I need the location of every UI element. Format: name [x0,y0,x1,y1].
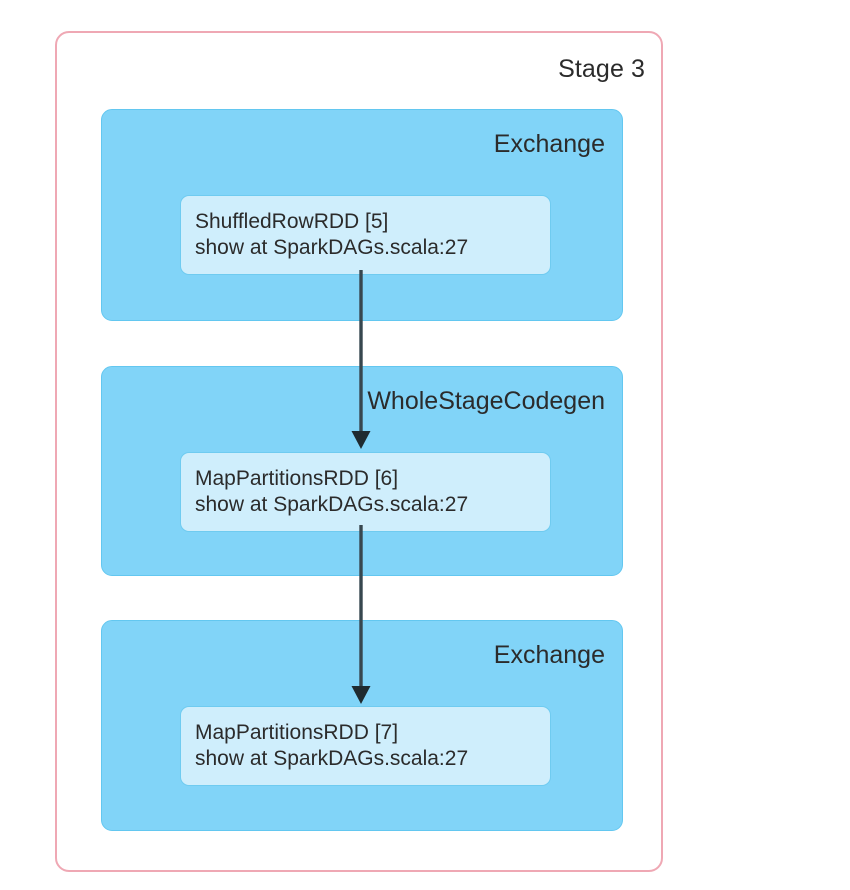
rdd-node-callsite: show at SparkDAGs.scala:27 [195,236,469,259]
rdd-node-name: MapPartitionsRDD [6] [195,467,399,490]
operator-label: WholeStageCodegen [367,387,605,415]
rdd-node-name: MapPartitionsRDD [7] [195,721,399,744]
rdd-node-mappartitionsrdd-6[interactable]: MapPartitionsRDD [6] show at SparkDAGs.s… [180,452,551,532]
rdd-node-shuffledrowrdd-5[interactable]: ShuffledRowRDD [5] show at SparkDAGs.sca… [180,195,551,275]
operator-box-exchange-2[interactable]: Exchange MapPartitionsRDD [7] show at Sp… [101,620,623,831]
rdd-node-callsite: show at SparkDAGs.scala:27 [195,747,469,770]
stage-container[interactable]: Stage 3 Exchange ShuffledRowRDD [5] show… [55,31,663,872]
rdd-node-mappartitionsrdd-7[interactable]: MapPartitionsRDD [7] show at SparkDAGs.s… [180,706,551,786]
rdd-node-callsite: show at SparkDAGs.scala:27 [195,493,469,516]
operator-box-wholestagecodegen[interactable]: WholeStageCodegen MapPartitionsRDD [6] s… [101,366,623,576]
operator-label: Exchange [493,641,605,669]
operator-box-exchange-1[interactable]: Exchange ShuffledRowRDD [5] show at Spar… [101,109,623,321]
rdd-node-name: ShuffledRowRDD [5] [195,210,389,233]
stage-label: Stage 3 [558,55,645,83]
operator-label: Exchange [493,130,605,158]
